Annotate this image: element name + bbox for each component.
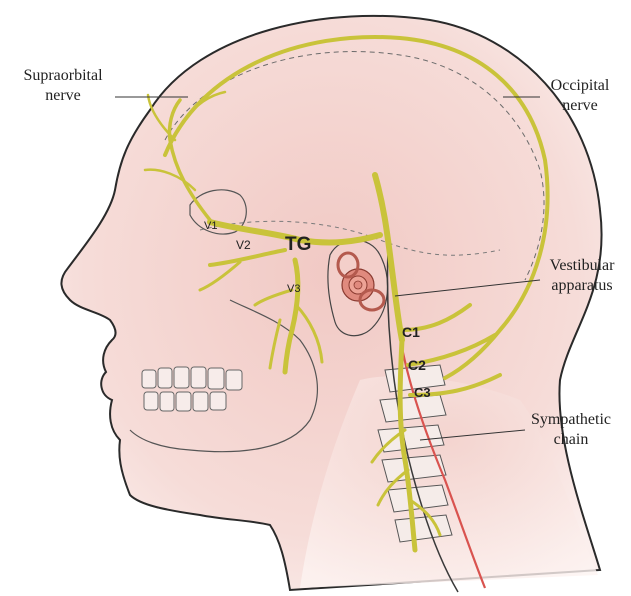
callout-sympathetic-line1: Sympathetic (515, 410, 627, 430)
label-c3: C3 (414, 385, 431, 400)
callout-occipital-nerve: Occipital nerve (535, 76, 625, 116)
callout-occipital-line1: Occipital (535, 76, 625, 96)
callout-supraorbital-line1: Supraorbital (4, 66, 122, 86)
callout-supraorbital-line2: nerve (4, 86, 122, 106)
callout-vestibular-apparatus: Vestibular apparatus (535, 256, 629, 296)
callout-sympathetic-line2: chain (515, 430, 627, 450)
callout-occipital-line2: nerve (535, 96, 625, 116)
label-v3: V3 (287, 283, 300, 295)
label-c2: C2 (408, 357, 426, 373)
callout-sympathetic-chain: Sympathetic chain (515, 410, 627, 450)
callout-supraorbital-nerve: Supraorbital nerve (4, 66, 122, 106)
label-tg: TG (285, 234, 311, 255)
label-v1: V1 (204, 220, 217, 232)
callout-vestibular-line2: apparatus (535, 276, 629, 296)
label-c1: C1 (402, 324, 420, 340)
label-v2: V2 (236, 238, 251, 252)
callout-vestibular-line1: Vestibular (535, 256, 629, 276)
